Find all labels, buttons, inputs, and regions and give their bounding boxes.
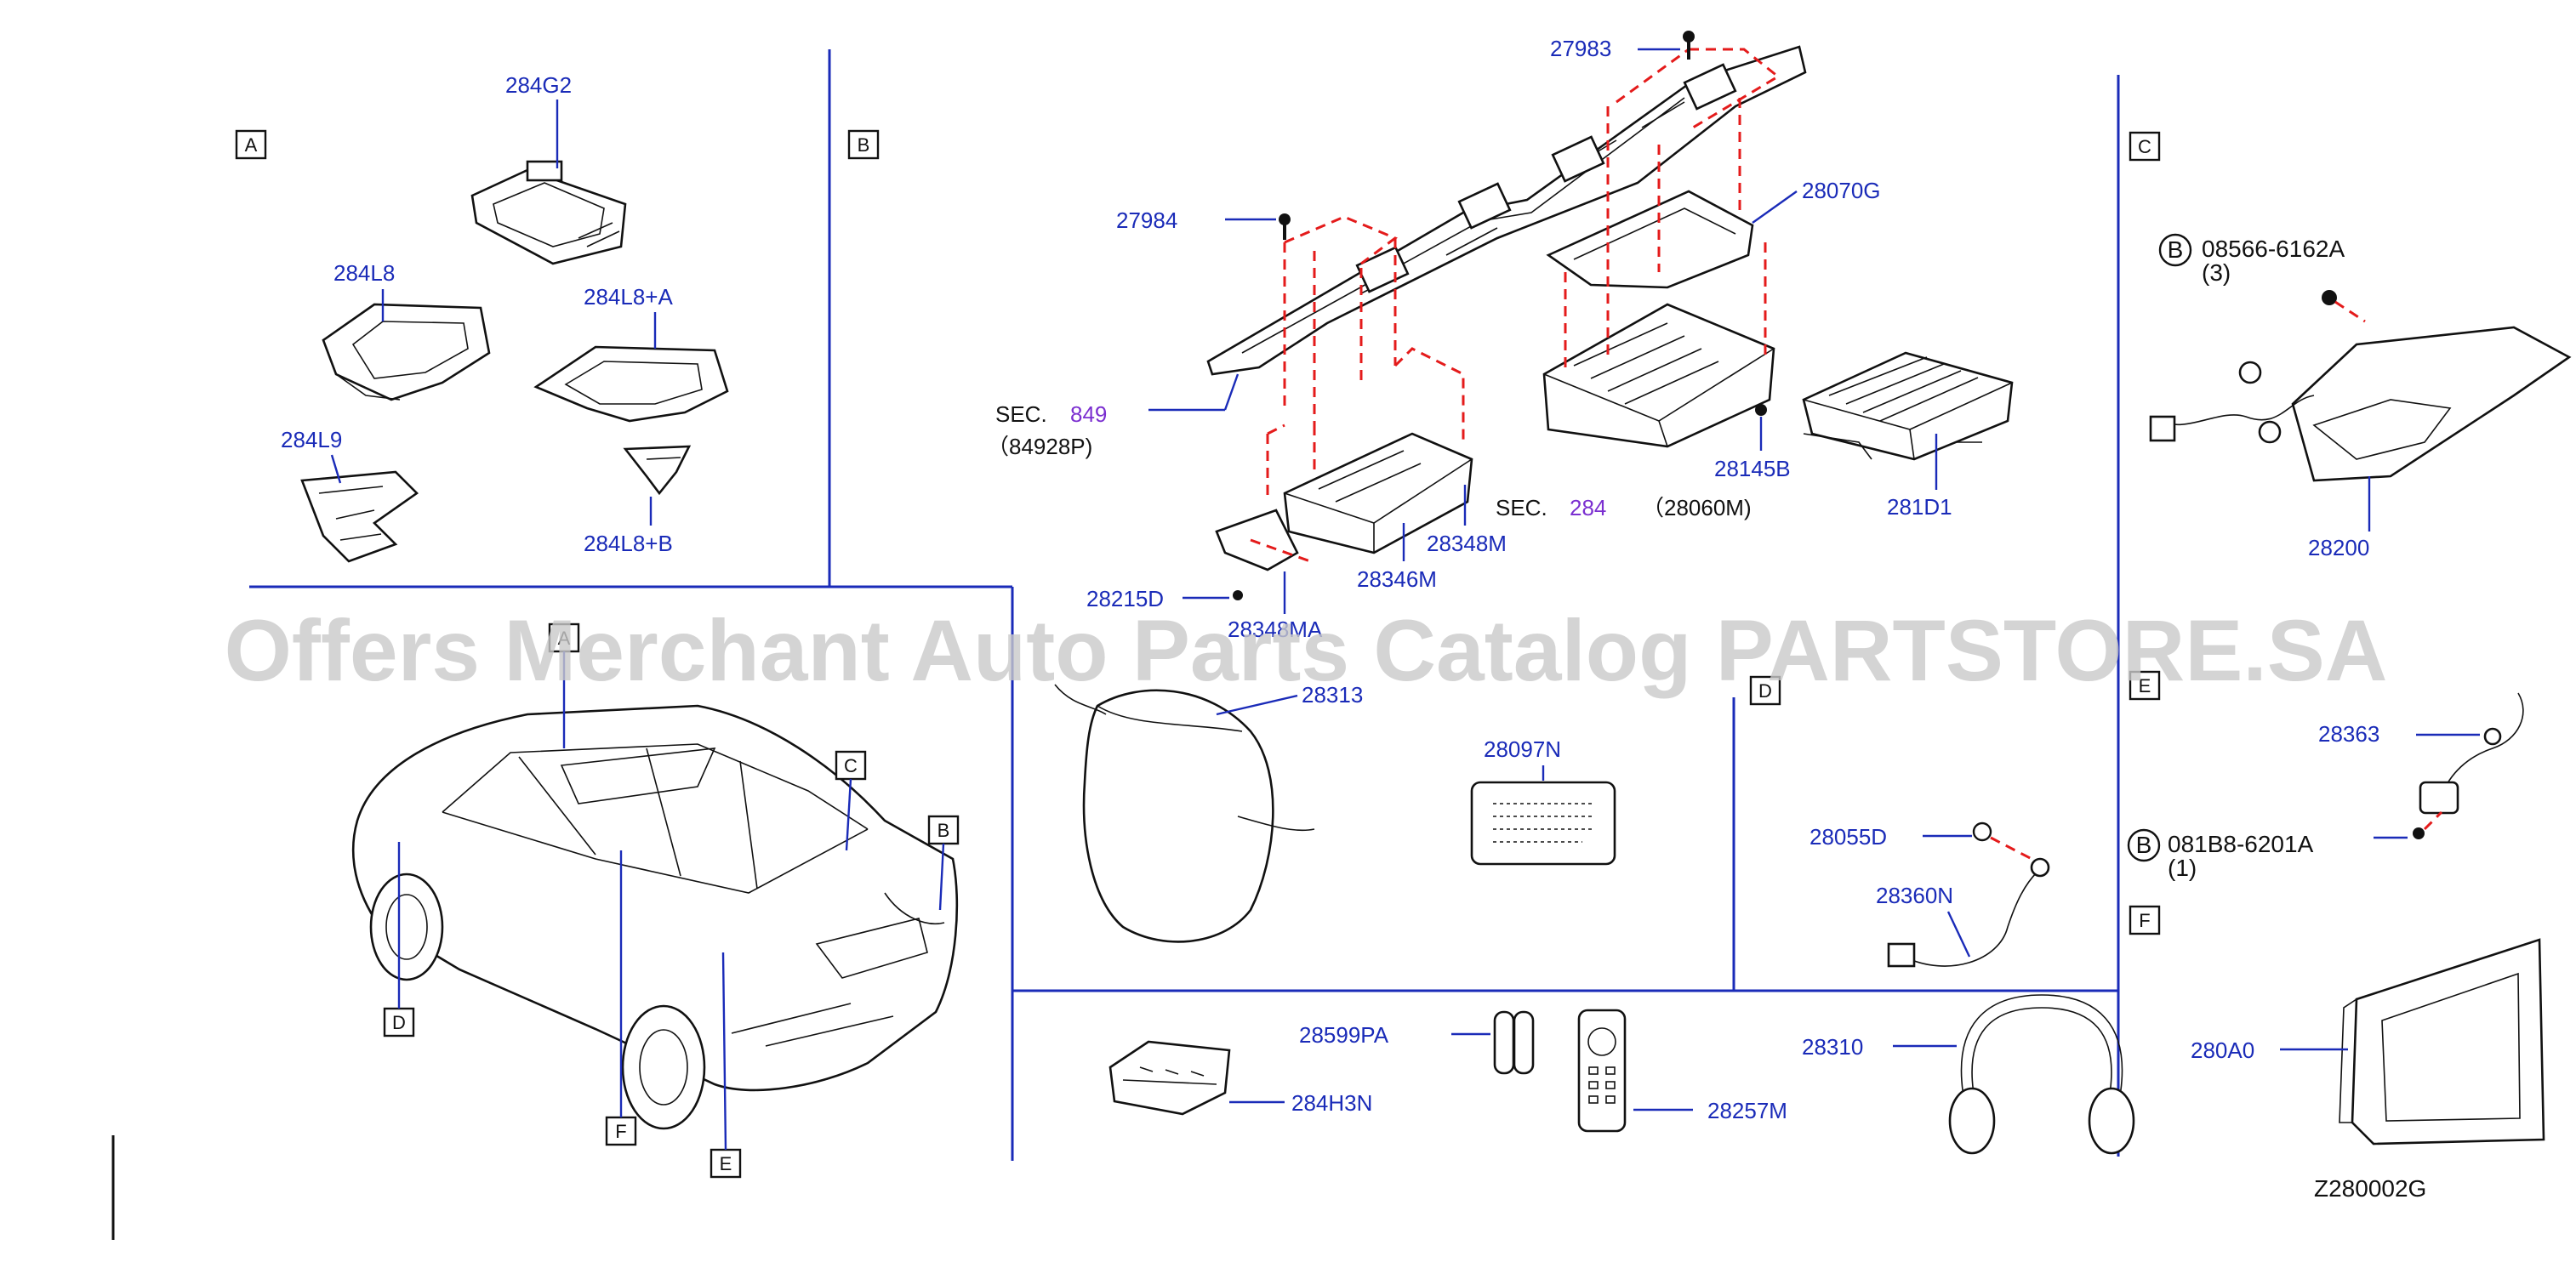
vehicle-callout-d: D xyxy=(383,842,415,1037)
svg-text:C: C xyxy=(844,755,858,776)
label-27983: 27983 xyxy=(1550,36,1611,61)
lower-bracket-28346m-drawing xyxy=(1215,432,1473,571)
label-27984: 27984 xyxy=(1116,207,1177,233)
svg-text:B: B xyxy=(2168,236,2184,263)
svg-text:SEC.: SEC. xyxy=(995,401,1047,427)
part-284g2-drawing xyxy=(470,160,627,265)
svg-text:F: F xyxy=(2139,910,2150,931)
watermark-text: Offers Merchant Auto Parts Catalog PARTS… xyxy=(225,602,2388,699)
part-284l8b-drawing xyxy=(623,445,692,496)
part-28360n-drawing xyxy=(1887,821,2050,968)
label-28348m: 28348M xyxy=(1427,531,1507,556)
label-28363: 28363 xyxy=(2318,721,2379,747)
vehicle-callout-a: A xyxy=(548,622,580,748)
label-28257m: 28257M xyxy=(1707,1098,1787,1123)
svg-text:849: 849 xyxy=(1070,401,1107,427)
bolt-08566-6162a-callout: B 08566-6162A (3) xyxy=(2158,233,2366,323)
svg-text:（28060M): （28060M) xyxy=(1642,495,1752,520)
part-284l8-drawing xyxy=(322,303,491,401)
svg-text:B: B xyxy=(858,134,870,156)
label-28310: 28310 xyxy=(1802,1034,1863,1060)
label-28055d: 28055D xyxy=(1809,824,1887,850)
roof-rail-bracket-drawing xyxy=(1206,45,1807,376)
svg-text:（84928P): （84928P) xyxy=(987,434,1092,459)
label-281d1: 281D1 xyxy=(1887,494,1952,520)
label-28348ma: 28348MA xyxy=(1228,617,1323,642)
svg-text:081B8-6201A: 081B8-6201A xyxy=(2168,831,2314,857)
label-284h3n: 284H3N xyxy=(1291,1090,1372,1116)
screw-icon xyxy=(1233,31,1767,600)
svg-text:C: C xyxy=(2138,136,2151,157)
label-28313: 28313 xyxy=(1302,682,1363,708)
svg-text:SEC.: SEC. xyxy=(1496,495,1547,520)
part-28313-drawing xyxy=(1054,684,1315,943)
svg-text:08566-6162A: 08566-6162A xyxy=(2202,236,2345,262)
label-28145b: 28145B xyxy=(1714,456,1791,481)
label-28346m: 28346M xyxy=(1357,566,1437,592)
svg-text:A: A xyxy=(558,628,571,649)
vehicle-callout-b: B xyxy=(927,815,960,911)
svg-text:(3): (3) xyxy=(2202,259,2231,286)
zone-d-box: D xyxy=(1749,675,1781,706)
svg-text:B: B xyxy=(938,820,950,841)
part-284l9-drawing xyxy=(300,470,419,563)
vehicle-drawing xyxy=(351,704,959,1130)
svg-text:B: B xyxy=(2136,832,2152,858)
control-module-28060m-drawing xyxy=(1542,303,1775,448)
amplifier-281d1-drawing xyxy=(1802,351,2014,461)
svg-text:E: E xyxy=(720,1153,732,1174)
part-28310-headphones-drawing xyxy=(1948,994,2135,1155)
bolt-081b8-6201a-callout: B 081B8-6201A (1) xyxy=(2127,828,2408,881)
label-284l8a: 284L8+A xyxy=(584,284,673,310)
label-28360n: 28360N xyxy=(1876,883,1953,908)
label-280a0: 280A0 xyxy=(2191,1037,2254,1063)
part-28097n-drawing xyxy=(1470,781,1616,866)
zone-a-box: A xyxy=(235,129,267,160)
zone-c-box: C xyxy=(2129,131,2161,162)
part-28257m-remote-drawing xyxy=(1577,1009,1627,1133)
part-280a0-drawing xyxy=(2339,938,2545,1145)
svg-text:(1): (1) xyxy=(2168,855,2197,881)
part-28200-drawing xyxy=(2149,326,2572,482)
label-284g2: 284G2 xyxy=(505,72,572,98)
sec-284-reference: SEC. 284 （28060M) xyxy=(1496,495,1752,520)
svg-text:D: D xyxy=(392,1012,406,1033)
diagram-code: Z280002G xyxy=(2314,1175,2426,1202)
zone-e-box: E xyxy=(2129,670,2161,701)
part-284l8a-drawing xyxy=(533,345,729,423)
part-28599pa-drawing xyxy=(1493,1010,1535,1075)
label-28200: 28200 xyxy=(2308,535,2369,560)
label-28070g: 28070G xyxy=(1802,178,1881,203)
svg-text:D: D xyxy=(1758,680,1772,702)
vehicle-callout-f: F xyxy=(605,850,637,1146)
part-284h3n-drawing xyxy=(1108,1040,1231,1116)
label-28097n: 28097N xyxy=(1484,736,1561,762)
vehicle-callout-c: C xyxy=(835,750,867,851)
assembly-guide-lines xyxy=(1250,48,1781,563)
label-284l8b: 284L8+B xyxy=(584,531,673,556)
svg-text:E: E xyxy=(2139,675,2151,696)
label-284l8: 284L8 xyxy=(333,260,395,286)
label-28599pa: 28599PA xyxy=(1299,1022,1389,1048)
label-28215d: 28215D xyxy=(1086,586,1164,611)
section-dividers xyxy=(111,49,2120,1240)
svg-text:F: F xyxy=(615,1121,626,1142)
svg-text:A: A xyxy=(245,134,258,156)
label-284l9: 284L9 xyxy=(281,427,342,452)
part-28363-drawing xyxy=(2413,692,2524,839)
svg-text:284: 284 xyxy=(1570,495,1606,520)
zone-f-box: F xyxy=(2129,905,2161,935)
sec-849-reference: SEC. 849 （84928P) xyxy=(987,401,1107,459)
upper-bracket-28070g-drawing xyxy=(1546,190,1754,289)
vehicle-callout-e: E xyxy=(710,952,742,1179)
zone-b-box: B xyxy=(847,129,880,160)
